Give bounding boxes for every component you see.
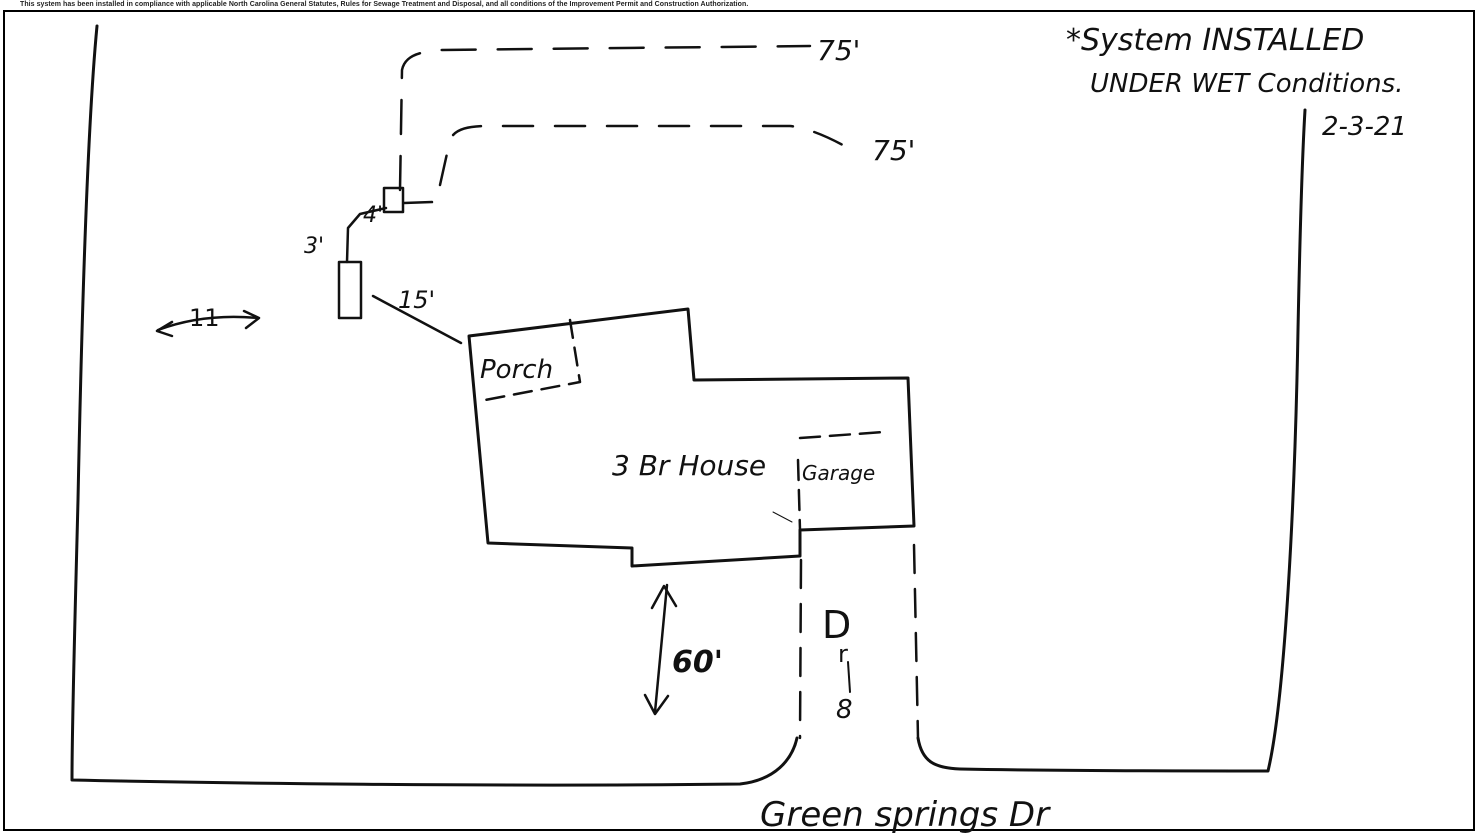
label-porch: Porch [480,355,553,385]
label-75-upper: 75' [817,34,860,67]
drain-line-upper [398,44,812,192]
drain-line-lower [438,124,857,187]
pipe-tank-to-box [345,206,388,264]
distribution-connector [402,200,434,205]
label-street: Green springs Dr [760,795,1051,834]
porch-outline [483,318,582,402]
label-dim-4: 4' [363,203,383,228]
driveway-left [798,558,803,740]
pipe-house-to-tank [371,294,463,345]
garage-tick [772,511,793,523]
page-border [3,10,1475,831]
label-75-lower: 75' [872,134,915,167]
setback-arrow-head-top [650,584,678,610]
septic-tank [337,260,363,320]
label-dim-15: 15' [398,286,435,314]
compliance-statement: This system has been installed in compli… [20,1,749,8]
dim-arrow-11 [156,315,260,332]
annotation-date: 2-3-21 [1322,112,1407,142]
label-driveway-r: r [838,640,848,668]
label-dim-3: 3' [304,234,324,259]
label-setback-60: 60' [672,645,723,680]
property-line-right [916,108,1307,773]
label-driveway-mark: 8 [836,695,853,725]
driveway-arrow [847,661,851,693]
distribution-box [382,186,405,214]
garage-outline [796,430,886,532]
dim-arrow-11-left-head [155,320,174,338]
setback-arrow-shaft [653,583,669,714]
label-garage: Garage [802,461,875,485]
annotation-line-2: UNDER WET Conditions. [1090,69,1403,99]
property-line-left [70,24,799,787]
dim-arrow-11-right-head [242,309,261,330]
house-outline [467,307,916,568]
label-arrow-11: 11 [189,304,220,332]
label-driveway-d: D [822,603,851,647]
driveway-right [912,543,920,740]
label-house: 3 Br House [612,449,766,482]
label-driveway: D r [822,603,851,668]
setback-arrow-head-bottom [643,693,670,716]
annotation-line-1: *System INSTALLED [1066,23,1364,58]
